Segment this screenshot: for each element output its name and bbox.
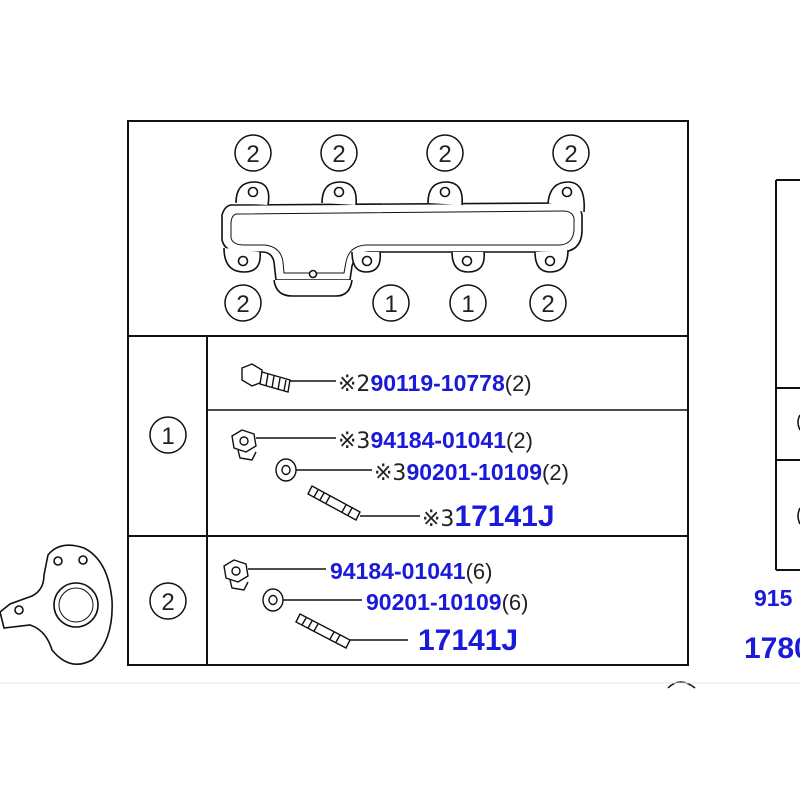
part-row: ※290119-10778(2)	[338, 370, 532, 397]
callout-circle	[372, 284, 410, 322]
washer-drawing	[275, 458, 297, 482]
callout-circle	[149, 416, 187, 454]
part-number-link-partial[interactable]: 915	[754, 585, 793, 611]
part-quantity: (2)	[505, 371, 532, 396]
callout-number: 2	[246, 141, 259, 168]
part-row: ※394184-01041(2)	[338, 427, 533, 454]
interchange-mark: ※3	[422, 507, 454, 532]
callout-circle	[149, 582, 187, 620]
group-2-callout-number: 2	[161, 589, 174, 616]
callout-circle	[224, 284, 262, 322]
part-number-link[interactable]: 94184-01041	[330, 558, 466, 584]
callout-circle	[529, 284, 567, 322]
callout-number: 1	[461, 291, 474, 318]
interchange-mark: ※2	[338, 372, 370, 397]
part-number-link[interactable]: 90119-10778	[370, 370, 505, 396]
part-quantity: (6)	[502, 590, 529, 615]
part-row: ※317141J	[422, 500, 555, 533]
nut-drawing	[231, 429, 257, 461]
part-number-link[interactable]: 17141J	[454, 500, 554, 533]
partial-gasket-drawing	[0, 544, 113, 666]
nut-drawing	[223, 559, 249, 591]
part-row: 90201-10109(6)	[366, 589, 528, 615]
callout-circle	[426, 134, 464, 172]
callout-number: 2	[438, 141, 451, 168]
callout-number: 2	[332, 141, 345, 168]
part-quantity: (6)	[466, 559, 493, 584]
callout-circle	[234, 134, 272, 172]
interchange-mark: ※3	[338, 429, 370, 454]
part-row: 17141J	[418, 624, 518, 657]
part-row: 94184-01041(6)	[330, 558, 492, 584]
bolt-drawing	[241, 363, 291, 393]
callout-number: 2	[564, 141, 577, 168]
adjacent-table-edge	[775, 179, 800, 571]
callout-markers	[149, 134, 590, 620]
callout-circle	[449, 284, 487, 322]
stud-drawing	[307, 485, 361, 521]
callout-number: 2	[541, 291, 554, 318]
callout-number: 2	[236, 291, 249, 318]
part-quantity: (2)	[542, 460, 569, 485]
interchange-mark: ※3	[374, 461, 406, 486]
part-number-link[interactable]: 94184-01041	[370, 427, 506, 453]
part-number-link[interactable]: 17141J	[418, 624, 518, 657]
group-1-callout-number: 1	[161, 423, 174, 450]
part-row: ※390201-10109(2)	[374, 459, 569, 486]
part-number-link[interactable]: 90201-10109	[366, 589, 502, 615]
stud-drawing	[295, 613, 351, 649]
part-number-link[interactable]: 90201-10109	[406, 459, 542, 485]
manifold-gasket-drawing	[221, 181, 585, 297]
part-number-link-partial[interactable]: 1780	[744, 632, 800, 665]
part-quantity: (2)	[506, 428, 533, 453]
parts-table-frame	[127, 120, 689, 666]
callout-number: 1	[384, 291, 397, 318]
washer-drawing	[262, 588, 284, 612]
callout-circle	[320, 134, 358, 172]
callout-circle	[552, 134, 590, 172]
partial-drawing-fragment	[667, 681, 696, 689]
